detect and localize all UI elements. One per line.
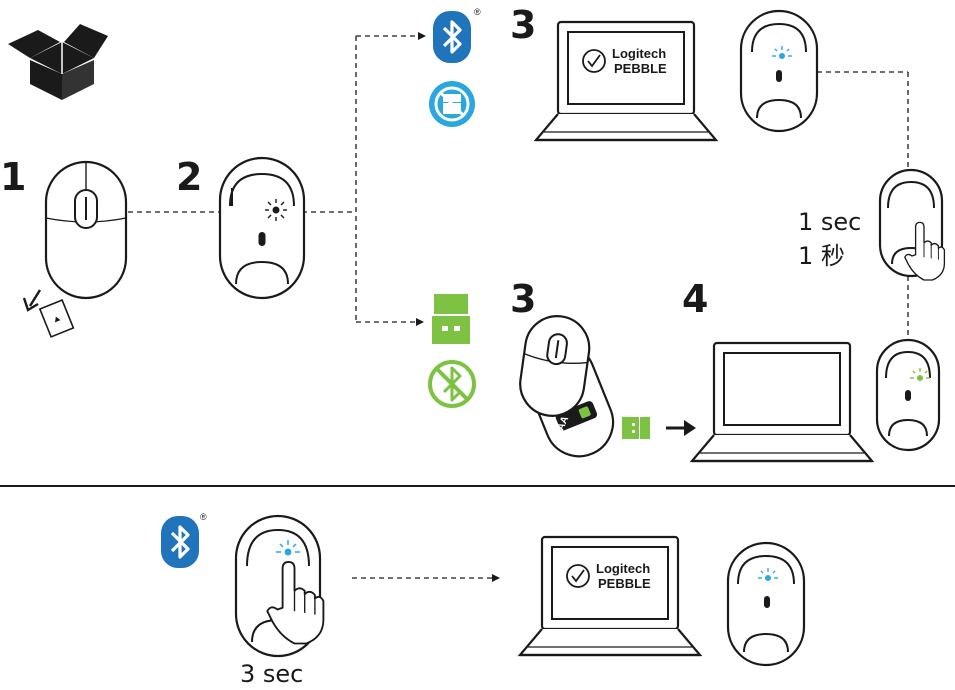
mouse-step1 — [22, 160, 128, 338]
laptop-bt-step3 — [534, 20, 718, 142]
mouse-press-1sec — [878, 168, 946, 281]
registered-mark: ® — [474, 7, 481, 17]
no-bluetooth-icon — [428, 360, 476, 408]
step-number-2: 2 — [176, 155, 203, 199]
mouse-bt-bottom — [726, 541, 806, 667]
mouse-press-3sec — [234, 514, 325, 658]
mouse-usb-battery — [519, 315, 615, 458]
step-number-1: 1 — [0, 155, 27, 199]
dashed-connectors — [128, 35, 909, 579]
arrow-right-icon — [492, 574, 500, 582]
arrow-right-icon — [418, 32, 426, 40]
step-number-3-bluetooth: 3 — [510, 3, 537, 47]
checkmark-icon — [587, 54, 601, 68]
mouse-step2 — [218, 156, 306, 300]
unbox-icon — [8, 24, 108, 100]
laptop-screen-brand: Logitech — [596, 561, 651, 576]
laptop-bt-bottom — [518, 535, 702, 657]
bluetooth-icon — [159, 514, 201, 570]
arrow-right-icon — [416, 318, 424, 326]
laptop-usb-step4 — [690, 341, 874, 463]
bluetooth-icon — [431, 9, 473, 65]
no-usb-icon — [429, 81, 475, 127]
hold-label-3sec: 3 sec — [240, 660, 304, 688]
usb-receiver-icon — [622, 417, 650, 439]
registered-mark: ® — [200, 512, 207, 522]
mouse-bt-step3 — [739, 9, 819, 133]
laptop-screen-model: PEBBLE — [598, 576, 651, 591]
laptop-screen-model: PEBBLE — [614, 61, 667, 76]
checkmark-icon — [571, 569, 585, 583]
laptop-screen-brand: Logitech — [612, 46, 667, 61]
step-number-4: 4 — [682, 277, 709, 321]
usb-receiver-icon — [432, 294, 470, 344]
mouse-usb-step4 — [875, 338, 941, 452]
hold-label-1sec-cn: 1 秒 — [798, 242, 845, 270]
step-number-3-usb: 3 — [510, 277, 537, 321]
hold-label-1sec: 1 sec — [798, 208, 862, 236]
